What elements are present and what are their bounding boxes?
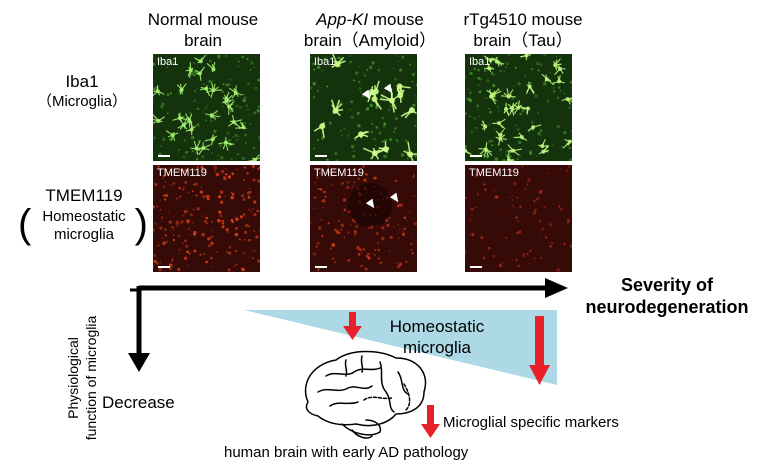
scale-bar: [315, 266, 327, 268]
y-axis-title: Physiological function of microglia: [64, 293, 104, 463]
panel-iba1-rtg4510-label: Iba1: [469, 56, 491, 68]
x-axis-title-line1: Severity of: [620, 275, 714, 295]
row-label-tmem119-line2: Homeostatic: [42, 208, 126, 225]
panel-tmem119-rtg4510-label: TMEM119: [469, 167, 519, 179]
x-axis-arrowhead: [545, 278, 568, 298]
column-title-normal: Normal mouse brain: [123, 9, 283, 51]
panel-tmem119-app-ki: TMEM119: [310, 165, 417, 272]
brain-illustration: [304, 350, 427, 439]
row-label-tmem119-line1: TMEM119: [45, 186, 123, 205]
scale-bar: [470, 266, 482, 268]
white-arrowhead-icon: [389, 192, 399, 203]
white-arrowhead-icon: [383, 83, 393, 94]
scale-bar: [158, 266, 170, 268]
panel-iba1-normal-texture: [153, 54, 260, 161]
x-axis-title: Severity of neurodegeneration: [572, 274, 762, 318]
red-arrow-large: [529, 316, 550, 385]
row-label-iba1: Iba1 （Microglia）: [22, 72, 142, 112]
column-title-app-ki-suffix: mouse: [368, 10, 424, 29]
homeostatic-wedge: [244, 310, 557, 385]
row-label-iba1-line2: （Microglia）: [36, 93, 127, 110]
panel-iba1-app-ki-texture: [310, 54, 417, 161]
row-label-tmem119-line3: microglia: [53, 226, 114, 243]
row-label-iba1-line1: Iba1: [65, 72, 99, 91]
column-title-rtg4510: rTg4510 mouse brain（Tau）: [438, 9, 608, 51]
y-axis-title-line1: Physiological: [65, 337, 81, 419]
white-arrowhead-icon: [365, 198, 375, 209]
panel-iba1-app-ki: Iba1: [310, 54, 417, 161]
homeostatic-label-line1: Homeostatic: [389, 317, 485, 336]
y-axis-arrowhead: [128, 353, 150, 372]
decrease-label: Decrease: [102, 393, 175, 412]
panel-tmem119-normal-label: TMEM119: [157, 167, 207, 179]
panel-iba1-rtg4510-texture: [465, 54, 572, 161]
panel-tmem119-normal-texture: [153, 165, 260, 272]
markers-label: Microglial specific markers: [443, 414, 619, 431]
panel-tmem119-rtg4510-texture: [465, 165, 572, 272]
panel-iba1-normal: Iba1: [153, 54, 260, 161]
scale-bar: [315, 155, 327, 157]
panel-tmem119-app-ki-label: TMEM119: [314, 167, 364, 179]
column-title-normal-line1: Normal mouse: [147, 10, 259, 29]
white-arrowhead-icon: [361, 89, 371, 100]
scale-bar: [470, 155, 482, 157]
row-label-tmem119: TMEM119 ( Homeostatic microglia ): [14, 186, 154, 244]
homeostatic-label-line2: microglia: [402, 338, 472, 357]
column-title-app-ki-line2: brain（Amyloid）: [303, 31, 437, 50]
scale-bar: [158, 155, 170, 157]
brain-caption: human brain with early AD pathology: [224, 444, 469, 461]
app-ki-italic: App-KI: [316, 10, 369, 29]
column-title-app-ki: App-KI mouse brain（Amyloid）: [285, 9, 455, 51]
left-paren: (: [18, 202, 32, 246]
panel-iba1-rtg4510: Iba1: [465, 54, 572, 161]
panel-iba1-normal-label: Iba1: [157, 56, 179, 68]
x-axis-title-line2: neurodegeneration: [585, 297, 749, 317]
panel-tmem119-normal: TMEM119: [153, 165, 260, 272]
panel-tmem119-app-ki-texture: [310, 165, 417, 272]
column-title-normal-line2: brain: [184, 31, 222, 50]
red-arrow-markers: [421, 405, 440, 438]
right-paren: ): [134, 202, 148, 246]
panel-tmem119-rtg4510: TMEM119: [465, 165, 572, 272]
column-title-rtg4510-line2: brain（Tau）: [473, 31, 573, 50]
column-title-rtg4510-line1: rTg4510 mouse: [463, 10, 583, 29]
column-title-app-ki-line1: App-KI mouse: [285, 9, 455, 30]
red-arrow-small: [343, 312, 362, 340]
y-axis-title-line2: function of microglia: [83, 315, 99, 441]
row-label-tmem119-group: ( Homeostatic microglia ): [14, 204, 154, 244]
homeostatic-label: Homeostatic microglia: [372, 316, 502, 358]
panel-iba1-app-ki-label: Iba1: [314, 56, 336, 68]
